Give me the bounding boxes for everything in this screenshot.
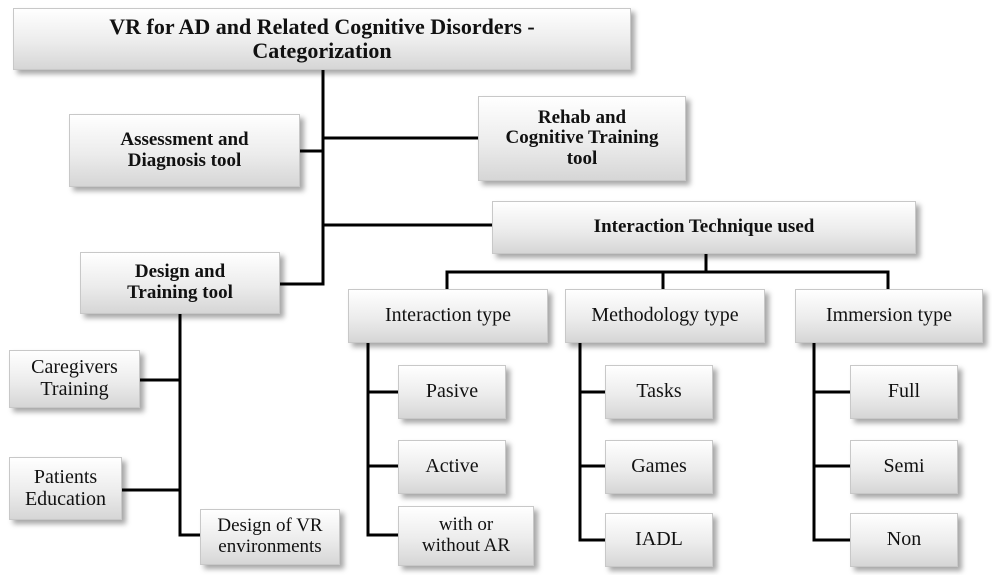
interaction-item-label: Active	[425, 455, 479, 478]
patients-label: Patients Education	[24, 465, 107, 510]
immersion-type-box: Immersion type	[795, 289, 983, 343]
immersion-item-semi: Semi	[850, 440, 958, 494]
methodology-item-label: Games	[631, 455, 687, 478]
interaction-item-label: Pasive	[425, 380, 479, 403]
interaction-item-pasive: Pasive	[398, 365, 506, 419]
vr-environments-box: Design of VR environments	[200, 509, 340, 565]
vr-environments-label: Design of VR environments	[217, 515, 323, 557]
diagram-title: VR for AD and Related Cognitive Disorder…	[109, 14, 535, 63]
patients-box: Patients Education	[9, 457, 122, 520]
immersion-item-label: Semi	[883, 455, 925, 478]
methodology-item-games: Games	[605, 440, 713, 494]
assessment-label: Assessment and Diagnosis tool	[120, 128, 249, 171]
design-box: Design and Training tool	[80, 252, 280, 314]
methodology-item-tasks: Tasks	[605, 365, 713, 419]
interaction-type-box: Interaction type	[348, 289, 548, 343]
interaction-item-label: with or without AR	[421, 514, 511, 556]
interaction-technique-box: Interaction Technique used	[492, 201, 916, 254]
methodology-item-label: IADL	[635, 528, 683, 551]
title-box: VR for AD and Related Cognitive Disorder…	[13, 8, 631, 70]
interaction-technique-label: Interaction Technique used	[593, 216, 815, 238]
design-label: Design and Training tool	[127, 261, 233, 303]
immersion-type-label: Immersion type	[825, 304, 953, 327]
assessment-box: Assessment and Diagnosis tool	[69, 114, 300, 187]
methodology-item-iadl: IADL	[605, 513, 713, 567]
interaction-type-label: Interaction type	[384, 304, 512, 327]
rehab-label: Rehab and Cognitive Training tool	[505, 106, 659, 169]
immersion-item-non: Non	[850, 513, 958, 567]
caregivers-box: Caregivers Training	[9, 350, 140, 408]
methodology-type-label: Methodology type	[591, 304, 739, 327]
immersion-item-label: Non	[886, 528, 922, 551]
immersion-item-full: Full	[850, 365, 958, 419]
methodology-item-label: Tasks	[636, 380, 682, 403]
interaction-item-with-or-without-ar: with or without AR	[398, 506, 534, 566]
rehab-box: Rehab and Cognitive Training tool	[478, 96, 686, 181]
caregivers-label: Caregivers Training	[31, 356, 118, 400]
interaction-item-active: Active	[398, 440, 506, 494]
methodology-type-box: Methodology type	[565, 289, 765, 343]
immersion-item-label: Full	[887, 380, 921, 403]
